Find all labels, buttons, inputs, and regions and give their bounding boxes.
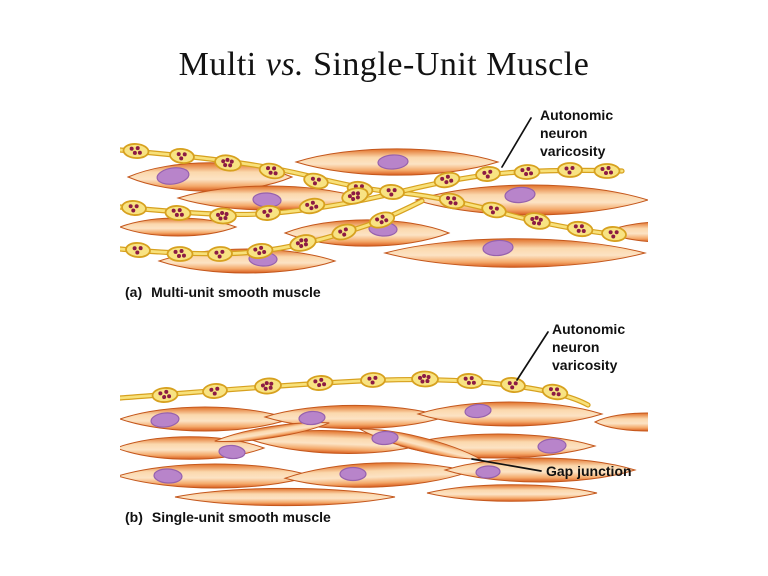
varicosity bbox=[474, 164, 502, 184]
varicosity bbox=[359, 371, 387, 389]
varicosity-pointer-line bbox=[516, 331, 549, 381]
varicosity bbox=[513, 163, 541, 181]
muscle-cell bbox=[120, 217, 238, 237]
varicosity bbox=[253, 376, 283, 396]
caption-text: Single-unit smooth muscle bbox=[151, 509, 331, 525]
varicosity bbox=[208, 207, 238, 225]
caption-prefix: (a) bbox=[125, 284, 143, 300]
panel-single-unit-diagram: Autonomic neuron varicosity Gap junction bbox=[120, 318, 648, 523]
label-gap-junction: Gap junction bbox=[546, 463, 632, 479]
page-title: Multi vs. Single-Unit Muscle bbox=[0, 46, 768, 84]
label-line: neuron bbox=[552, 339, 600, 355]
muscle-cell bbox=[120, 463, 314, 489]
cell-nucleus bbox=[504, 186, 536, 204]
cell-nucleus bbox=[298, 410, 326, 426]
varicosity bbox=[540, 381, 570, 403]
title-pre: Multi bbox=[178, 46, 257, 83]
varicosity bbox=[456, 372, 484, 390]
muscle-cell bbox=[383, 238, 647, 268]
cell-nucleus bbox=[464, 403, 492, 419]
caption-multi-unit: (a) Multi-unit smooth muscle bbox=[125, 284, 321, 300]
muscle-cell bbox=[416, 401, 604, 427]
cell-nucleus bbox=[218, 444, 246, 460]
cell-nucleus bbox=[150, 412, 180, 428]
label-line: Autonomic bbox=[540, 107, 614, 123]
label-line: Autonomic bbox=[552, 321, 626, 337]
varicosity-pointer-line bbox=[501, 117, 532, 168]
varicosity bbox=[151, 386, 179, 404]
varicosity bbox=[499, 375, 527, 395]
caption-single-unit: (b) Single-unit smooth muscle bbox=[125, 509, 331, 525]
cell-nucleus bbox=[482, 239, 514, 257]
varicosity bbox=[166, 245, 194, 263]
varicosity bbox=[120, 199, 148, 217]
varicosities bbox=[151, 370, 570, 404]
muscle-cell bbox=[593, 412, 648, 432]
title-post: Single-Unit Muscle bbox=[313, 46, 590, 83]
label-line: varicosity bbox=[540, 143, 606, 159]
muscle-cells bbox=[120, 148, 648, 274]
muscle-cell bbox=[174, 487, 396, 507]
cell-nucleus bbox=[475, 465, 501, 479]
muscle-cell bbox=[214, 422, 330, 442]
single-unit-illustration bbox=[120, 331, 648, 507]
cell-nucleus bbox=[339, 466, 367, 482]
muscle-cell bbox=[426, 484, 598, 502]
varicosity bbox=[201, 382, 229, 400]
varicosity bbox=[122, 142, 150, 160]
varicosity bbox=[124, 241, 152, 259]
label-autonomic-neuron-varicosity: Autonomic neuron varicosity bbox=[540, 106, 613, 160]
cell-nucleus bbox=[371, 430, 399, 446]
gap-junction-pointer-line bbox=[471, 458, 542, 472]
varicosity bbox=[593, 163, 621, 179]
varicosity bbox=[339, 184, 371, 208]
title-vs: vs. bbox=[265, 46, 305, 83]
muscle-cells bbox=[120, 401, 648, 507]
varicosity bbox=[168, 146, 196, 166]
cell-nucleus bbox=[377, 154, 409, 170]
cell-nucleus bbox=[537, 438, 567, 454]
label-autonomic-neuron-varicosity: Autonomic neuron varicosity bbox=[552, 320, 625, 374]
panel-multi-unit-diagram: Autonomic neuron varicosity bbox=[120, 105, 648, 305]
label-line: varicosity bbox=[552, 357, 618, 373]
caption-prefix: (b) bbox=[125, 509, 143, 525]
muscle-cell bbox=[283, 462, 471, 488]
varicosity bbox=[410, 370, 440, 388]
muscle-cell bbox=[603, 222, 648, 242]
multi-unit-illustration bbox=[120, 117, 648, 274]
varicosity bbox=[565, 219, 595, 239]
cell-nucleus bbox=[153, 468, 183, 484]
caption-text: Multi-unit smooth muscle bbox=[151, 284, 321, 300]
varicosity bbox=[557, 162, 583, 178]
cell-nucleus bbox=[156, 167, 190, 185]
label-line: neuron bbox=[540, 125, 588, 141]
varicosity bbox=[306, 374, 334, 392]
varicosity bbox=[206, 245, 234, 263]
